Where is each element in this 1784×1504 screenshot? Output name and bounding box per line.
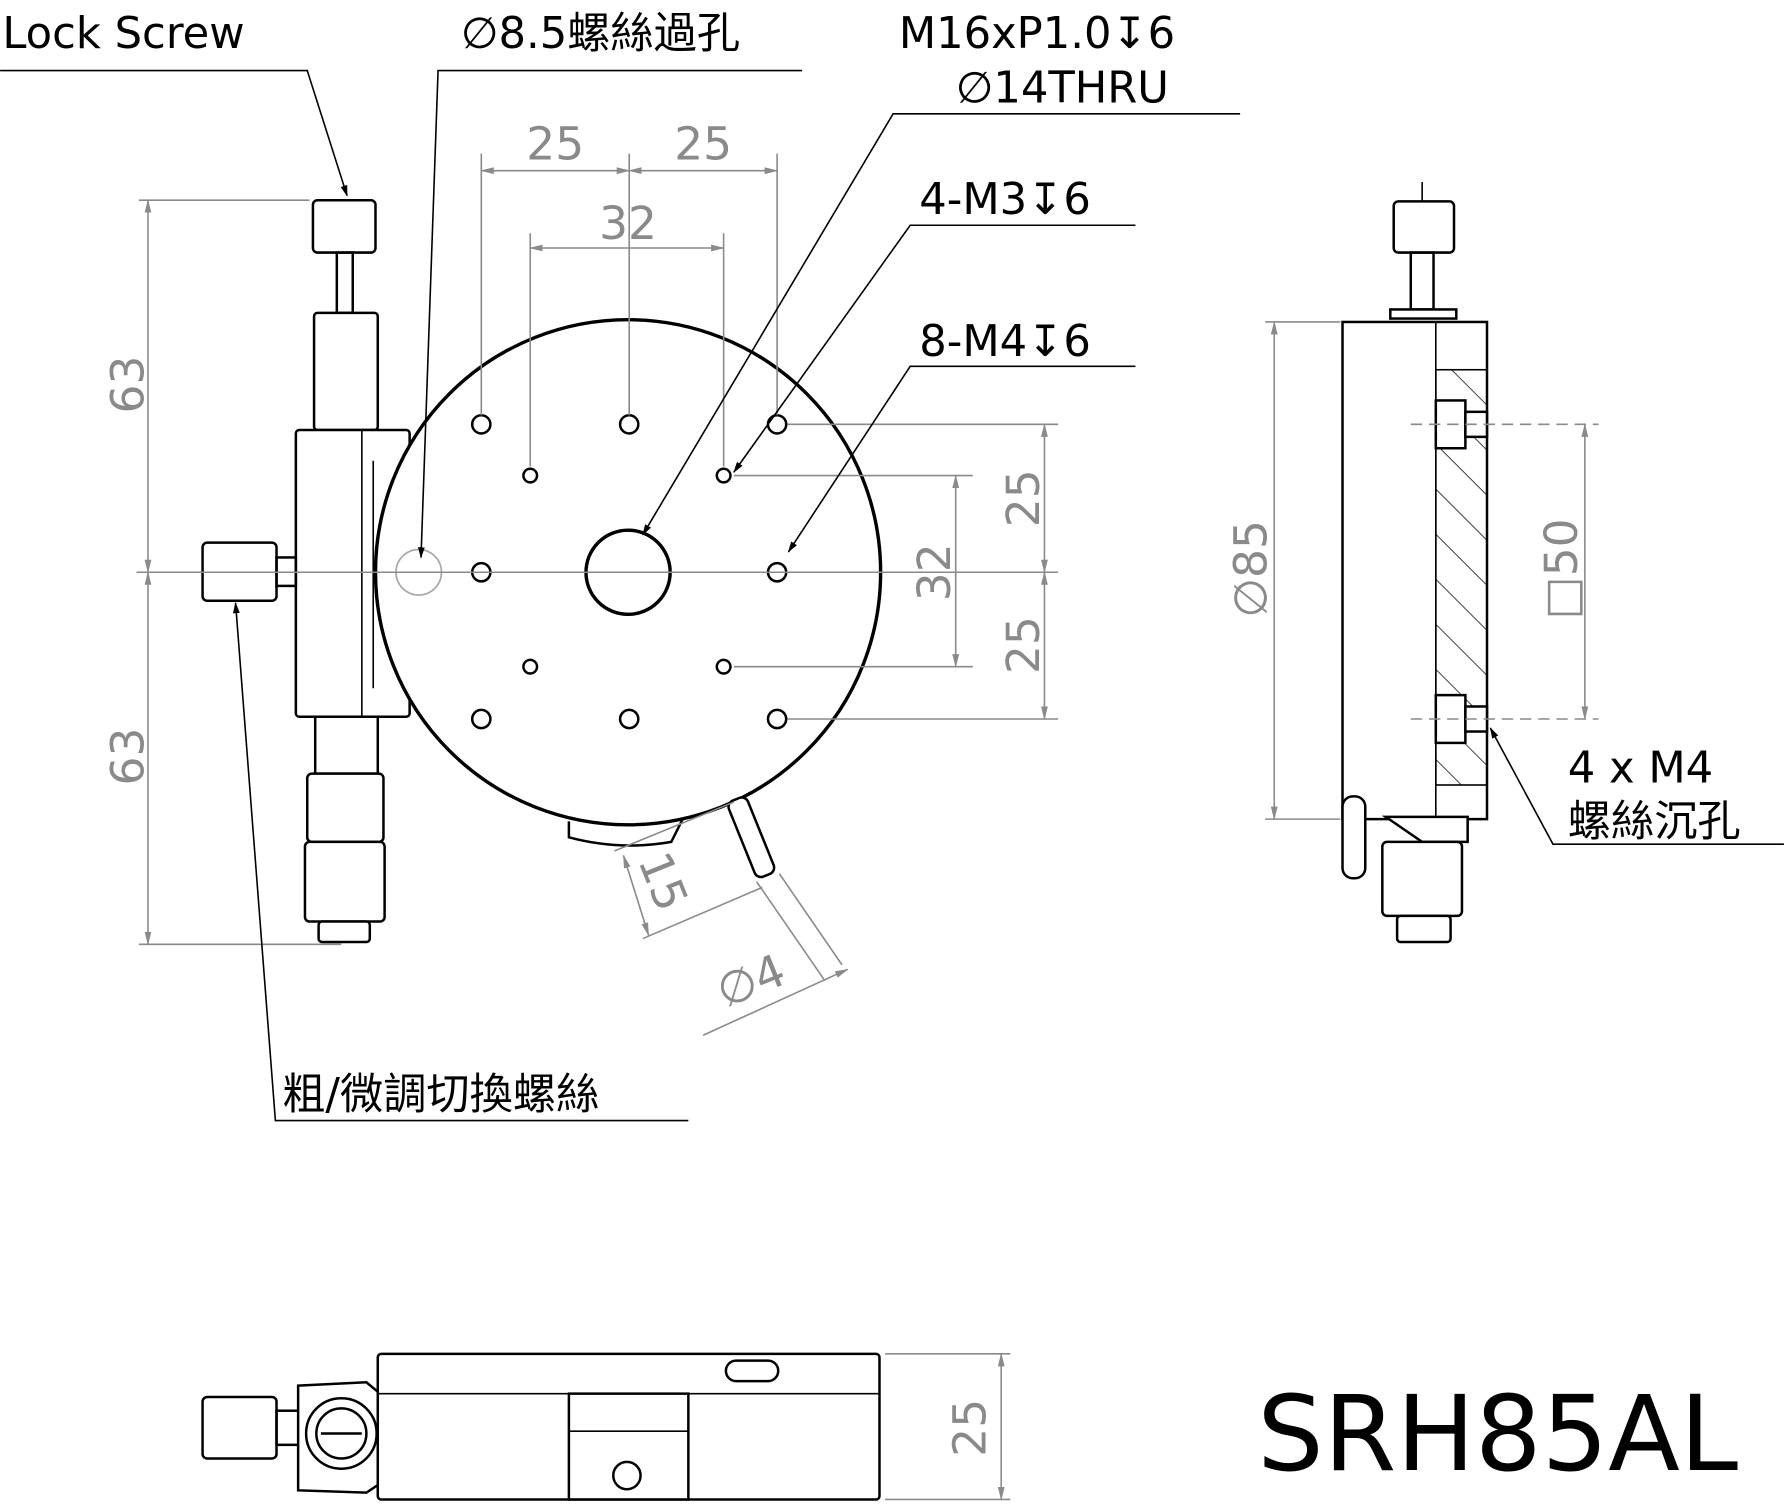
callout-lock-screw: Lock Screw	[2, 9, 244, 59]
dim-height-25: 25	[943, 1399, 996, 1457]
model-title: SRH85AL	[1257, 1373, 1738, 1495]
dim-square-50: □50	[1535, 518, 1588, 619]
side-view	[1341, 182, 1489, 944]
dim-top-right-25: 25	[674, 117, 732, 170]
callout-clearance-hole: ∅8.5螺絲過孔	[461, 9, 740, 59]
dim-top-left-25: 25	[526, 117, 584, 170]
dim-diameter-85: ∅85	[1224, 520, 1277, 618]
callout-side-holes: 4 x M4	[1568, 744, 1713, 794]
bottom-tab	[567, 818, 684, 847]
dim-right-upper-25: 25	[997, 469, 1050, 527]
callout-coarse-fine-screw: 粗/微調切換螺絲	[282, 1070, 599, 1120]
micrometer-bottom	[303, 715, 386, 944]
callout-center-thru: ∅14THRU	[956, 63, 1169, 113]
callout-center-thread: M16xP1.0↧6	[899, 9, 1175, 59]
bottom-dimensions: 25	[885, 1352, 1011, 1501]
lock-screw-micrometer-top	[311, 198, 380, 432]
pin	[727, 796, 776, 879]
dim-top-32: 32	[599, 197, 657, 250]
bottom-view	[201, 1352, 881, 1501]
dim-left-lower-63: 63	[101, 728, 154, 786]
m3-holes	[522, 467, 732, 675]
dim-pin-dia-4: ∅4	[709, 944, 792, 1019]
dim-right-lower-25: 25	[997, 616, 1050, 674]
front-view	[201, 198, 883, 944]
dim-left-upper-63: 63	[101, 356, 154, 414]
side-dimensions: ∅85 □50	[1224, 320, 1599, 821]
dim-right-32: 32	[908, 543, 961, 601]
callouts: Lock Screw ∅8.5螺絲過孔 M16xP1.0↧6 ∅14THRU 4…	[0, 9, 1784, 1122]
dim-pin-15: 15	[627, 845, 698, 919]
callout-m4-holes: 8-M4↧6	[919, 317, 1091, 367]
callout-side-holes-counterbore: 螺絲沉孔	[1568, 797, 1741, 847]
callout-m3-holes: 4-M3↧6	[919, 175, 1091, 225]
